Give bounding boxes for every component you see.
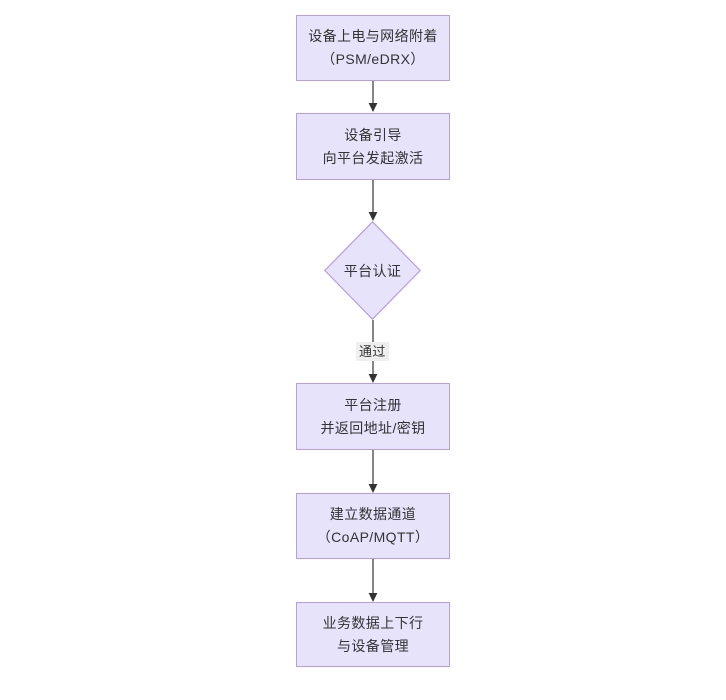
edge-label-pass: 通过 bbox=[356, 342, 389, 361]
edge-n5-n6 bbox=[366, 559, 380, 603]
node-data-channel[interactable]: 建立数据通道 （CoAP/MQTT） bbox=[296, 493, 450, 559]
node-label-line2: 向平台发起激活 bbox=[322, 149, 424, 166]
node-device-bootstrap[interactable]: 设备引导 向平台发起激活 bbox=[296, 113, 450, 180]
node-device-power-on[interactable]: 设备上电与网络附着 （PSM/eDRX） bbox=[296, 15, 450, 81]
node-label-line2: 并返回地址/密钥 bbox=[320, 419, 426, 436]
node-label-line2: （CoAP/MQTT） bbox=[316, 529, 430, 545]
node-label-line1: 业务数据上下行 bbox=[322, 614, 424, 631]
node-label-line2: （PSM/eDRX） bbox=[321, 51, 425, 67]
node-label-line1: 设备引导 bbox=[344, 126, 402, 143]
edge-n1-n2 bbox=[366, 81, 380, 113]
node-platform-register[interactable]: 平台注册 并返回地址/密钥 bbox=[296, 383, 450, 450]
node-label-line1: 建立数据通道 bbox=[329, 506, 417, 522]
edge-n2-n3 bbox=[366, 180, 380, 222]
node-business-data[interactable]: 业务数据上下行 与设备管理 bbox=[296, 602, 450, 667]
node-platform-auth-decision[interactable]: 平台认证 bbox=[324, 221, 421, 320]
node-label-line2: 与设备管理 bbox=[337, 637, 409, 654]
node-label-line1: 设备上电与网络附着 bbox=[308, 28, 438, 44]
edge-n4-n5 bbox=[366, 450, 380, 494]
node-label-line1: 平台注册 bbox=[344, 396, 402, 413]
